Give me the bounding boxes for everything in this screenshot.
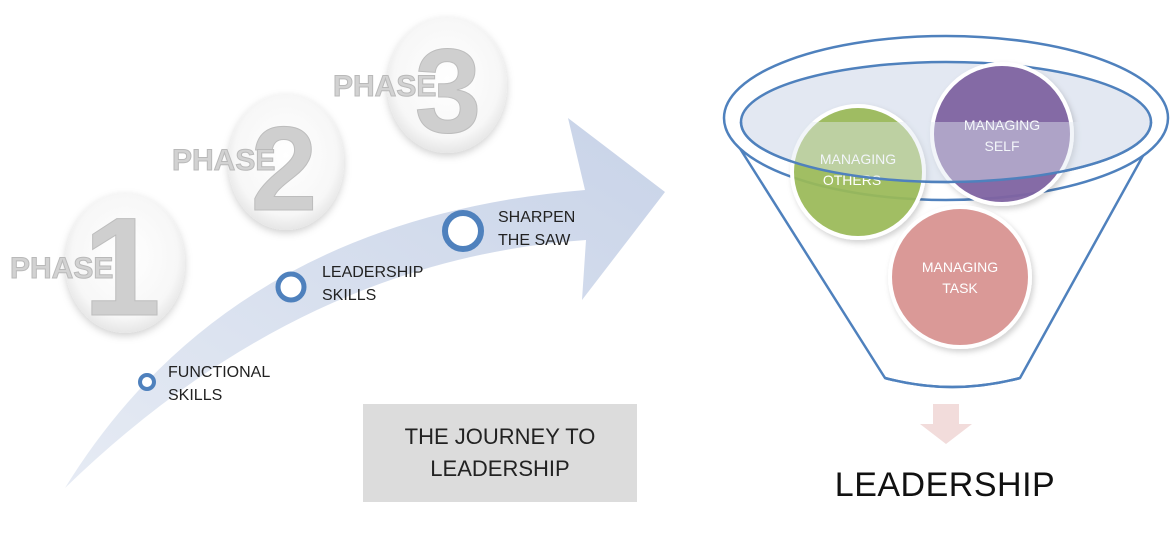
step-label-functional-line1: FUNCTIONAL <box>168 364 270 381</box>
phase-1-disc <box>65 193 185 333</box>
step-label-leadership-line1: LEADERSHIP <box>322 264 423 281</box>
phase-3-disc <box>387 17 507 153</box>
step-marker-leadership <box>275 271 307 303</box>
circle-task-line1: MANAGING <box>922 259 998 275</box>
circle-others-line2: OTHERS <box>823 172 881 188</box>
step-label-sharpen-line2: THE SAW <box>498 232 571 249</box>
phase-3-number: 3 <box>415 24 482 158</box>
down-arrow-icon <box>920 404 972 444</box>
circle-self-line1: MANAGING <box>964 117 1040 133</box>
journey-title-line2: LEADERSHIP <box>430 456 570 481</box>
circle-task-shape <box>888 205 1032 349</box>
phase-2-word: PHASE <box>172 144 275 177</box>
phase-3: 3 PHASE <box>333 17 507 159</box>
step-label-leadership-line2: SKILLS <box>322 287 376 304</box>
phase-2-disc <box>228 94 344 230</box>
phase-1: 1 PHASE <box>10 188 185 346</box>
journey-title-line1: THE JOURNEY TO <box>404 424 596 449</box>
phase-2: 2 PHASE <box>172 94 344 237</box>
phase-1-word: PHASE <box>10 252 113 285</box>
circle-managing-others: MANAGING OTHERS <box>790 104 926 240</box>
phase-3-word: PHASE <box>333 70 436 103</box>
leadership-result-label: LEADERSHIP <box>834 466 1056 504</box>
circle-managing-self: MANAGING SELF <box>930 62 1074 206</box>
phase-1-number: 1 <box>83 188 161 345</box>
circle-task-line2: TASK <box>942 280 978 296</box>
journey-title-box: THE JOURNEY TO LEADERSHIP <box>363 404 637 502</box>
circle-others-shape <box>790 104 926 240</box>
circle-managing-task: MANAGING TASK <box>888 205 1032 349</box>
step-marker-functional <box>138 373 156 391</box>
circle-others-line1: MANAGING <box>820 151 896 167</box>
step-label-sharpen-line1: SHARPEN <box>498 209 575 226</box>
step-marker-sharpen <box>442 210 484 252</box>
phase-2-number: 2 <box>251 102 318 236</box>
circle-self-shape <box>930 62 1074 206</box>
journey-arrow <box>65 118 665 488</box>
funnel-rim-front <box>739 121 1153 184</box>
circle-self-line2: SELF <box>984 138 1019 154</box>
funnel-tip <box>884 376 1021 389</box>
step-label-functional-line2: SKILLS <box>168 387 222 404</box>
